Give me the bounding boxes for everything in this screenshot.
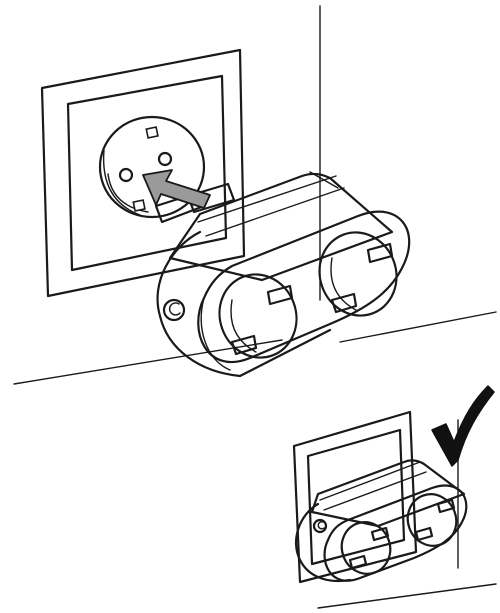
inset-double-socket-adapter bbox=[295, 459, 468, 583]
wall-socket-plate bbox=[40, 48, 246, 298]
inset-adapter-socket-left bbox=[340, 521, 392, 575]
floor-line-right bbox=[339, 311, 497, 343]
inset-floor-line bbox=[317, 583, 497, 609]
double-socket-adapter bbox=[156, 171, 411, 378]
ground-clip-top bbox=[145, 126, 159, 139]
inset-installed bbox=[292, 385, 497, 609]
adapter-socket-right bbox=[318, 231, 398, 317]
adapter-socket-left bbox=[218, 273, 298, 359]
inset-adapter-socket-right bbox=[406, 493, 458, 547]
ground-clip-bottom bbox=[132, 199, 146, 212]
outlet-hole-left bbox=[118, 167, 134, 183]
insert-arrow-icon bbox=[142, 169, 211, 209]
outlet-hole-right bbox=[157, 151, 173, 167]
inset-wall-socket-plate bbox=[292, 410, 418, 584]
socket-right-ground-clip bbox=[330, 292, 358, 314]
main-scene bbox=[13, 5, 497, 385]
wall-outlet bbox=[98, 115, 206, 219]
checkmark-icon bbox=[431, 385, 495, 467]
socket-right-contact bbox=[366, 242, 394, 264]
adapter-logo bbox=[162, 298, 186, 322]
socket-left-contact bbox=[266, 284, 294, 306]
floor-line-left bbox=[13, 339, 283, 385]
socket-left-ground-clip bbox=[230, 334, 258, 356]
inset-adapter-logo bbox=[312, 518, 328, 534]
